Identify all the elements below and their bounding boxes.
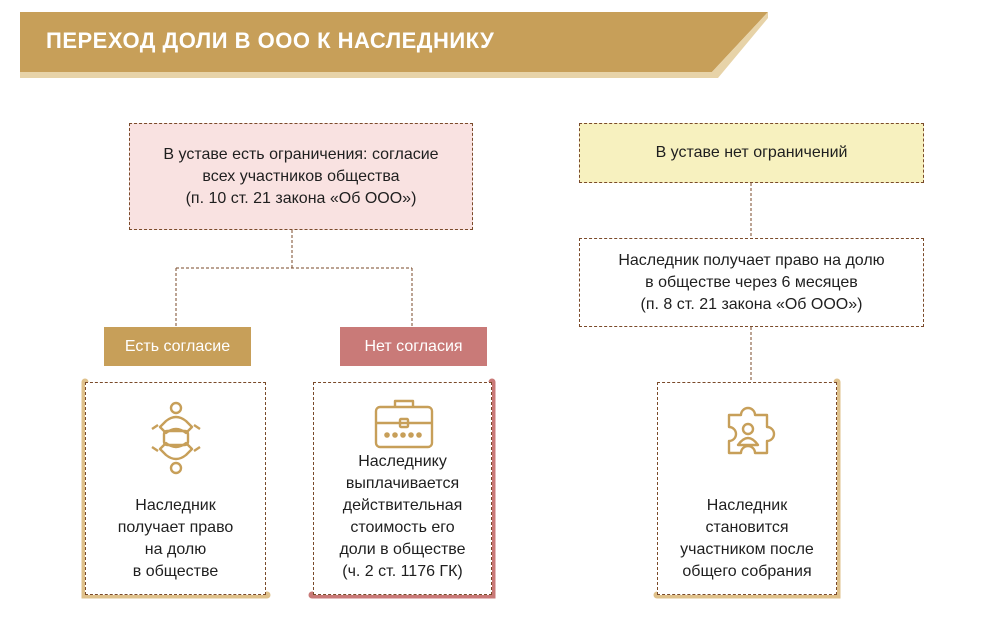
header-banner: ПЕРЕХОД ДОЛИ В ООО К НАСЛЕДНИКУ: [0, 0, 1000, 80]
restriction-condition-box: В уставе есть ограничения: согласие всех…: [129, 123, 473, 230]
consent-result-line: в обществе: [132, 563, 219, 580]
no-consent-result-line: действительная: [342, 497, 463, 514]
heir-right-info-box: Наследник получает право на долю в общес…: [579, 238, 924, 327]
member-result-line: общего собрания: [682, 563, 812, 580]
no-consent-result-line: доли в обществе: [339, 541, 466, 558]
no-restriction-text: В уставе нет ограничений: [655, 144, 848, 161]
no-consent-label: Нет согласия: [340, 327, 487, 366]
banner-shape: [20, 12, 768, 78]
no-consent-result-line: выплачивается: [345, 475, 460, 492]
no-restriction-condition-box: В уставе нет ограничений: [579, 123, 924, 183]
no-consent-result-line: стоимость его: [350, 519, 455, 536]
people-chain-icon: [151, 401, 201, 475]
puzzle-person-icon: [727, 406, 776, 455]
member-result-card: Наследник становится участником после об…: [657, 382, 837, 595]
condition-line-3: (п. 10 ст. 21 закона «Об ООО»): [185, 189, 417, 207]
consent-label: Есть согласие: [104, 327, 251, 366]
consent-result-line: на долю: [144, 541, 207, 558]
briefcase-icon: [374, 399, 434, 449]
member-result-line: Наследник: [706, 497, 788, 514]
condition-line-2: всех участников общества: [202, 167, 400, 185]
consent-result-card: Наследник получает право на долю в общес…: [85, 382, 266, 595]
consent-result-line: Наследник: [135, 497, 216, 514]
page-title: ПЕРЕХОД ДОЛИ В ООО К НАСЛЕДНИКУ: [46, 28, 495, 53]
info-line-1: Наследник получает право на долю: [618, 251, 885, 269]
info-line-2: в обществе через 6 месяцев: [645, 273, 858, 291]
consent-result-line: получает право: [117, 519, 234, 536]
no-consent-result-line: (ч. 2 ст. 1176 ГК): [342, 563, 463, 580]
condition-line-1: В уставе есть ограничения: согласие: [163, 145, 439, 163]
member-result-line: участником после: [680, 541, 814, 558]
no-consent-result-card: Наследнику выплачивается действительная …: [313, 382, 492, 595]
member-result-line: становится: [705, 519, 789, 536]
info-line-3: (п. 8 ст. 21 закона «Об ООО»): [640, 295, 863, 313]
no-consent-result-line: Наследнику: [358, 453, 447, 470]
